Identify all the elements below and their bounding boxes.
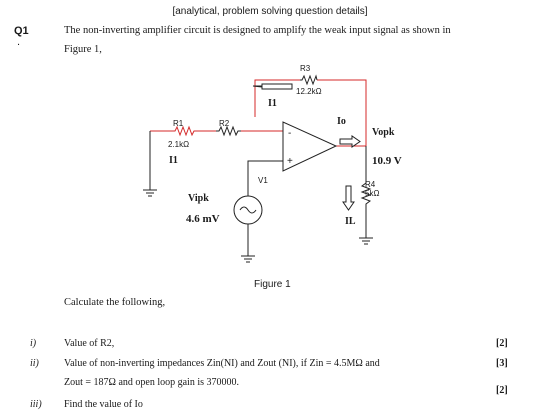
r4-value: 5kΩ (365, 189, 379, 198)
item-text-line1: Value of non-inverting impedances Zin(NI… (64, 358, 380, 369)
page-header: [analytical, problem solving question de… (172, 6, 368, 17)
il-label: IL (345, 216, 356, 227)
plus-sign: + (287, 156, 293, 167)
item-number: ii) (30, 358, 39, 369)
item-text: Find the value of Io (64, 399, 143, 410)
il-arrow (342, 185, 355, 211)
r3-value: 12.2kΩ (296, 87, 322, 96)
io-label: Io (337, 116, 346, 127)
item-number: iii) (30, 399, 42, 410)
io-arrow (339, 135, 361, 148)
r3-resistor (300, 74, 318, 86)
question-intro-line1: The non-inverting amplifier circuit is d… (64, 25, 451, 36)
r3-label: R3 (300, 64, 311, 73)
r1-label: R1 (173, 119, 184, 128)
item-text: Value of R2, (64, 338, 115, 349)
r1-value: 2.1kΩ (168, 140, 189, 149)
circuit-diagram: R3 12.2kΩ R1 2.1kΩ R2 V1 R4 5kΩ - + I1 I… (143, 64, 402, 263)
question-dot: . (17, 36, 21, 48)
i1-top-arrow (252, 83, 293, 90)
item-marks: [2] (496, 385, 508, 396)
vin-value: 4.6 mV (186, 213, 220, 225)
question-number: Q1 (14, 25, 29, 37)
question-intro-line2: Figure 1, (64, 44, 102, 55)
figure-caption: Figure 1 (254, 279, 291, 290)
v1-label: V1 (258, 176, 268, 185)
i1-left-label: I1 (169, 155, 178, 166)
voltage-source (233, 195, 263, 225)
r2-label: R2 (219, 119, 230, 128)
minus-sign: - (288, 128, 291, 139)
r1-resistor (172, 125, 197, 137)
item-marks: [3] (496, 358, 508, 369)
vopk-label: Vopk (372, 127, 395, 138)
feedback-wires (150, 79, 367, 147)
r4-resistor (360, 180, 372, 209)
vipk-label: Vipk (188, 193, 209, 204)
op-amp (282, 121, 338, 172)
vout-value: 10.9 V (372, 155, 402, 167)
calculate-heading: Calculate the following, (64, 297, 166, 308)
i1-top-label: I1 (268, 98, 277, 109)
item-number: i) (30, 338, 37, 349)
r4-label: R4 (365, 180, 376, 189)
item-marks: [2] (496, 338, 508, 349)
r2-resistor (216, 125, 241, 137)
item-text-line2: Zout = 187Ω and open loop gain is 370000… (64, 377, 239, 388)
